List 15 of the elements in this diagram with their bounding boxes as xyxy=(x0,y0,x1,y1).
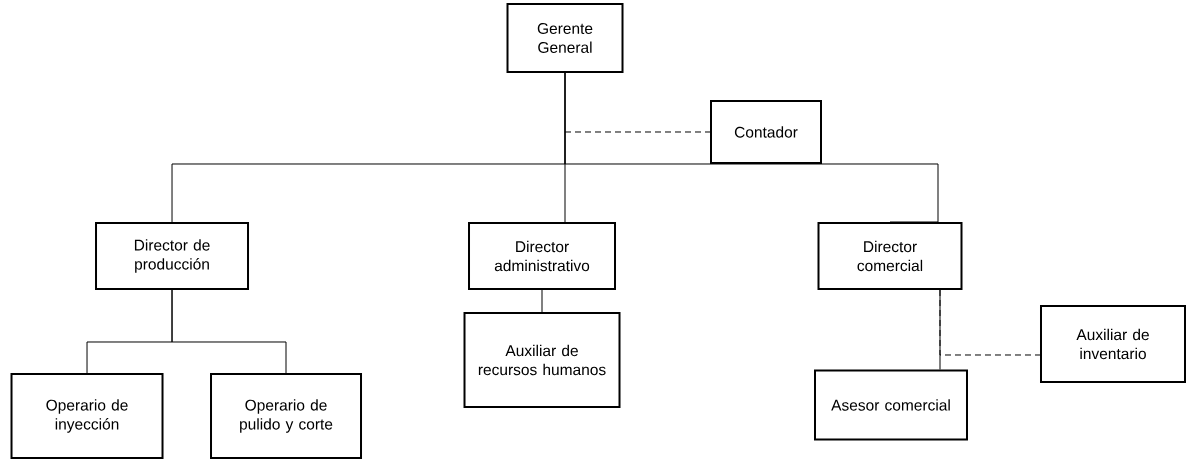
org-box: Auxiliar de inventario xyxy=(1040,305,1186,383)
org-box: Auxiliar de recursos humanos xyxy=(463,312,621,408)
org-box: Director de producción xyxy=(95,222,249,290)
connector-line xyxy=(171,289,287,374)
connector-line xyxy=(564,72,939,223)
org-box: Asesor comercial xyxy=(814,369,968,441)
org-box: Director comercial xyxy=(817,222,963,290)
org-box: Director administrativo xyxy=(468,222,616,290)
connector-line xyxy=(564,131,711,133)
org-box: Gerente General xyxy=(506,3,624,73)
connector-line xyxy=(939,289,941,370)
org-box: Operario de inyección xyxy=(10,373,164,459)
connector-line xyxy=(541,289,543,313)
org-box: Operario de pulido y corte xyxy=(210,373,362,459)
org-box: Contador xyxy=(710,100,822,164)
